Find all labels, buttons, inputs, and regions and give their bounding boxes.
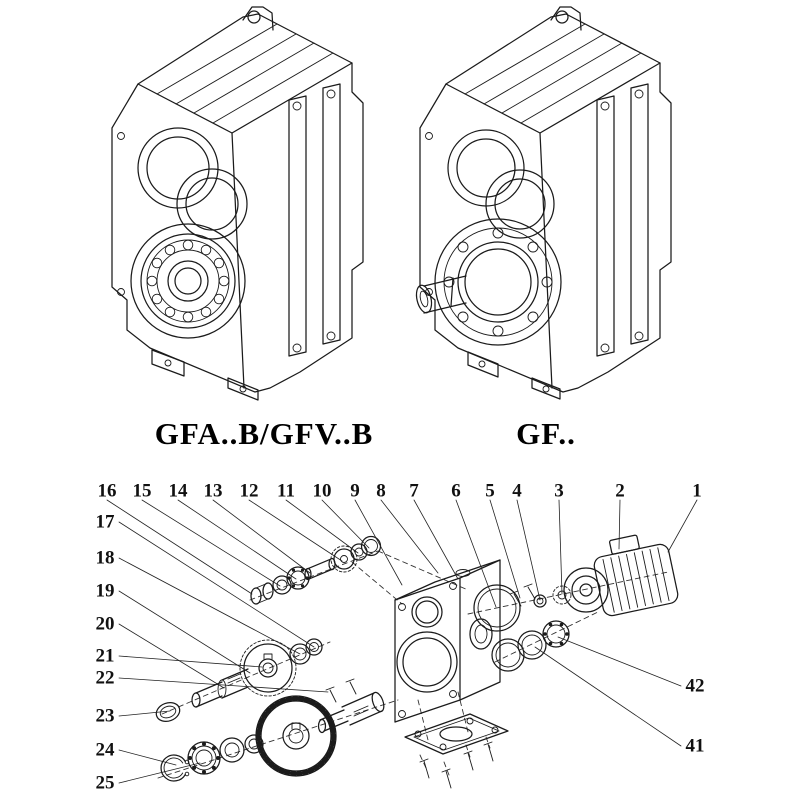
leader-line-24 — [118, 749, 177, 766]
leader-line-22 — [118, 677, 329, 693]
leader-line-3 — [558, 499, 563, 595]
leader-line-41 — [534, 646, 682, 747]
leader-line-4 — [516, 499, 541, 601]
motor — [563, 534, 679, 617]
part-number-6: 6 — [451, 480, 461, 502]
leader-line-20 — [118, 623, 225, 689]
part-number-7: 7 — [409, 480, 419, 502]
part-number-3: 3 — [554, 480, 564, 502]
part-number-12: 12 — [239, 480, 259, 502]
housing — [394, 559, 501, 723]
part-number-2: 2 — [615, 480, 625, 502]
part-number-41: 41 — [685, 735, 705, 757]
part-number-25: 25 — [95, 772, 115, 794]
part-number-4: 4 — [512, 480, 522, 502]
leader-line-14 — [177, 499, 297, 580]
leader-line-12 — [248, 499, 343, 562]
leader-line-18 — [118, 557, 301, 655]
part-number-9: 9 — [350, 480, 360, 502]
flange-bolts — [419, 741, 494, 789]
caption-left-model: GFA..B/GFV..B — [154, 416, 374, 451]
small-screws — [509, 583, 536, 607]
part-number-18: 18 — [95, 547, 115, 569]
flange-bolt-holes — [443, 227, 553, 337]
part-number-19: 19 — [95, 580, 115, 602]
part-number-21: 21 — [95, 645, 115, 667]
output-side-rings — [491, 620, 570, 672]
leader-line-7 — [413, 499, 459, 580]
part-number-5: 5 — [485, 480, 495, 502]
part-number-24: 24 — [95, 739, 115, 761]
leader-line-2 — [618, 499, 621, 550]
leader-line-23 — [118, 710, 171, 717]
output-gear-cluster — [160, 678, 385, 782]
part-number-11: 11 — [277, 480, 295, 502]
assembly-axis-lines — [157, 550, 669, 779]
input-shaft-cluster — [250, 535, 382, 605]
leader-line-21 — [118, 655, 263, 668]
part-number-17: 17 — [95, 511, 115, 533]
leader-line-9 — [354, 499, 403, 586]
leader-line-42 — [557, 636, 682, 687]
leader-line-25 — [118, 762, 201, 784]
caption-right-model: GF.. — [516, 416, 576, 451]
leader-line-5 — [489, 499, 521, 599]
leader-line-15 — [141, 499, 281, 587]
part-number-13: 13 — [203, 480, 223, 502]
leader-line-11 — [285, 499, 359, 554]
gearbox-left-drawing — [111, 6, 364, 401]
gearbox-right-drawing — [415, 6, 672, 400]
part-number-8: 8 — [376, 480, 386, 502]
bearing-balls — [146, 239, 230, 323]
leader-line-19 — [118, 590, 251, 674]
part-number-14: 14 — [168, 480, 188, 502]
part-number-16: 16 — [97, 480, 117, 502]
part-number-20: 20 — [95, 613, 115, 635]
part-number-1: 1 — [692, 480, 702, 502]
part-number-15: 15 — [132, 480, 152, 502]
leader-line-13 — [212, 499, 311, 574]
leader-line-16 — [106, 499, 253, 595]
intermediate-shaft-cluster — [155, 638, 323, 723]
mounting-flange-plate — [404, 713, 509, 755]
part-number-23: 23 — [95, 705, 115, 727]
leader-line-8 — [380, 499, 439, 574]
leader-line-10 — [321, 499, 370, 549]
part-number-42: 42 — [685, 675, 705, 697]
gasket-ring — [473, 584, 521, 632]
leader-lines — [106, 499, 698, 784]
leader-line-17 — [118, 521, 315, 648]
exploded-view-drawing — [106, 499, 698, 789]
part-number-10: 10 — [312, 480, 332, 502]
part-number-22: 22 — [95, 667, 115, 689]
leader-line-6 — [455, 499, 497, 608]
leader-line-1 — [667, 499, 698, 553]
